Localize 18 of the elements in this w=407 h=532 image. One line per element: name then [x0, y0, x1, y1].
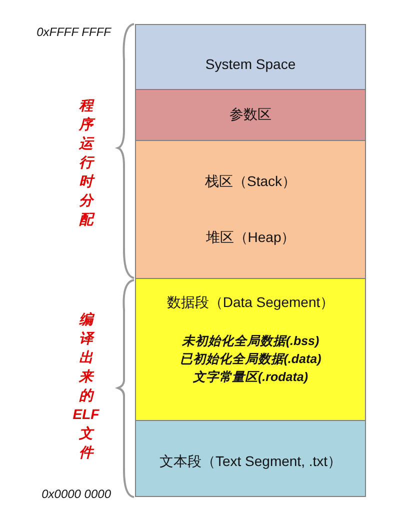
address-label: 0xFFFF FFFF: [36, 25, 111, 39]
segment-label: 栈区（Stack）: [204, 173, 297, 191]
segment-label: System Space: [204, 56, 297, 72]
segment-label: 参数区: [228, 106, 272, 124]
section-label: 未初始化全局数据(.bss): [180, 333, 320, 350]
section-label: 已初始化全局数据(.data): [178, 351, 322, 368]
segment-label: 文本段（Text Segment, .txt）: [158, 453, 343, 471]
section-label: 文字常量区(.rodata): [192, 369, 309, 386]
memory-segment: [135, 24, 366, 90]
region-label: 编译出来的ELF文件: [72, 310, 100, 462]
memory-segment: [135, 278, 366, 421]
memory-segment: [135, 140, 366, 279]
memory-segment: [135, 420, 366, 497]
region-label: 程序运行时分配: [70, 96, 102, 229]
memory-segment: [135, 89, 366, 141]
segment-label: 堆区（Heap）: [204, 229, 296, 247]
segment-label: 数据段（Data Segement）: [166, 294, 336, 312]
address-label: 0x0000 0000: [42, 487, 111, 501]
